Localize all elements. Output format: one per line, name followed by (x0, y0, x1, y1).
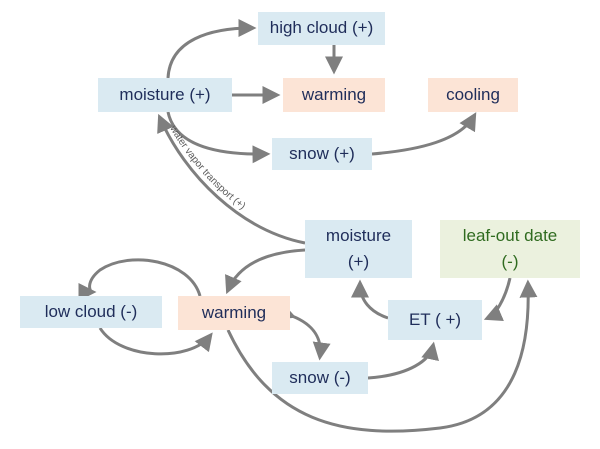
node-label: cooling (446, 84, 500, 104)
node-warming-bottom: warming (178, 296, 290, 330)
node-snow-positive: snow (+) (272, 138, 372, 170)
node-label: snow (+) (289, 143, 355, 163)
arrow-warming-snow-bidirectional (276, 302, 331, 361)
node-label: (-) (501, 252, 519, 271)
node-label: moisture (+) (119, 84, 211, 104)
arrow-snow-to-et (367, 341, 439, 380)
node-label: (+) (347, 252, 370, 271)
node-low-cloud: low cloud (-) (20, 296, 162, 328)
node-label: warming (301, 84, 367, 104)
node-high-cloud: high cloud (+) (258, 12, 385, 45)
node-warming-top: warming (283, 78, 385, 112)
node-label: leaf-out date (462, 225, 558, 245)
arrow-warming-to-lowcloud (78, 258, 202, 301)
arrow-leafout-to-et (483, 277, 512, 321)
node-snow-negative: snow (-) (272, 362, 368, 394)
node-label: snow (-) (289, 367, 351, 387)
node-label: moisture (325, 225, 392, 245)
water-vapor-transport-label: water vapor transport (+) (167, 123, 247, 212)
node-moisture-bottom: moisture (+) (305, 220, 412, 278)
node-cooling: cooling (428, 78, 518, 112)
node-label: high cloud (+) (269, 18, 374, 38)
arrow-snow-to-cooling (371, 112, 477, 156)
node-label: ET ( +) (408, 309, 462, 329)
arrow-water-vapor-transport (157, 113, 306, 245)
node-label: low cloud (-) (44, 301, 138, 321)
node-moisture-top: moisture (+) (98, 78, 232, 112)
arrow-lowcloud-to-warming (98, 327, 213, 356)
arrow-moisture-to-warming-bottom (225, 248, 306, 295)
arrow-moisture-to-highcloud (166, 19, 257, 79)
node-label: warming (201, 302, 267, 322)
arrow-et-to-moisture (351, 279, 389, 320)
node-leaf-out-date: leaf-out date (-) (440, 220, 580, 278)
node-et: ET ( +) (388, 300, 482, 340)
